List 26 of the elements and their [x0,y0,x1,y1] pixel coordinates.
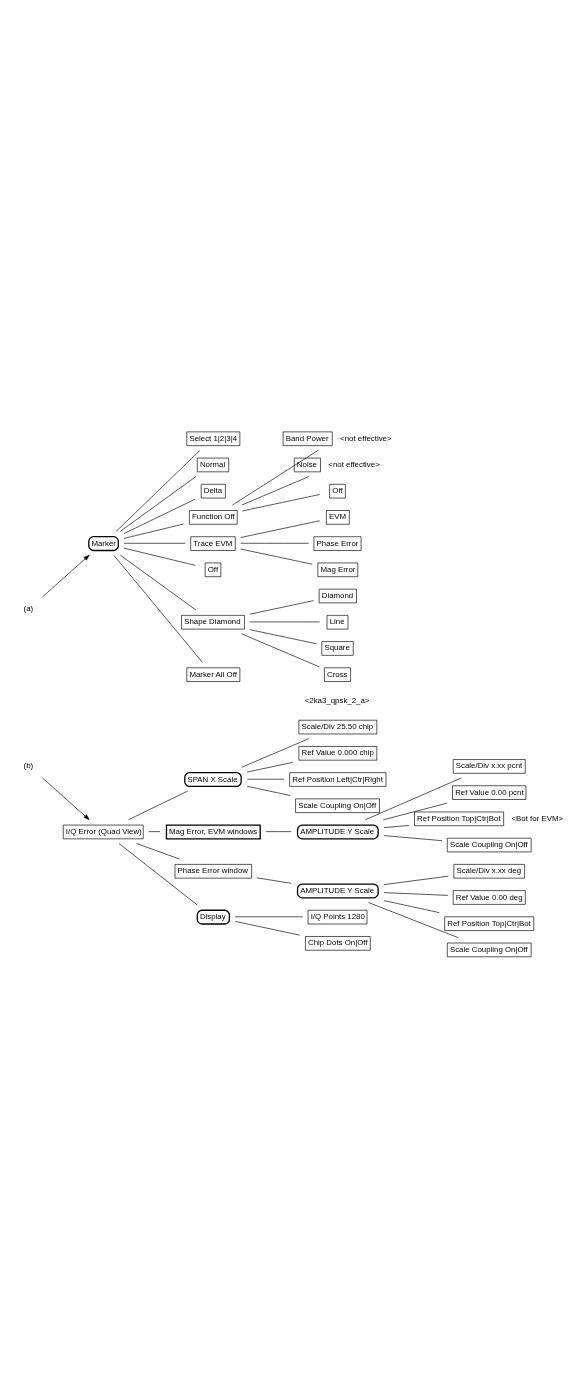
connector [247,785,291,796]
connector [241,737,310,768]
connector [241,632,320,667]
connector [240,548,313,565]
connector [368,901,459,938]
connector [123,498,196,534]
connector [383,899,440,913]
arrow [42,777,90,820]
connector [365,777,462,820]
connector [232,449,319,505]
connector [123,523,185,539]
connector [240,519,321,538]
connector [115,449,201,532]
connector [120,554,197,610]
connector [247,761,294,772]
connector [249,599,314,615]
connector [234,920,301,935]
connector [383,875,449,885]
connector [123,547,196,566]
arrow [42,554,90,597]
connector [120,475,197,532]
connector [136,842,180,859]
connector [128,790,189,820]
connector [241,493,320,511]
connector [241,475,310,505]
connector [382,802,448,820]
